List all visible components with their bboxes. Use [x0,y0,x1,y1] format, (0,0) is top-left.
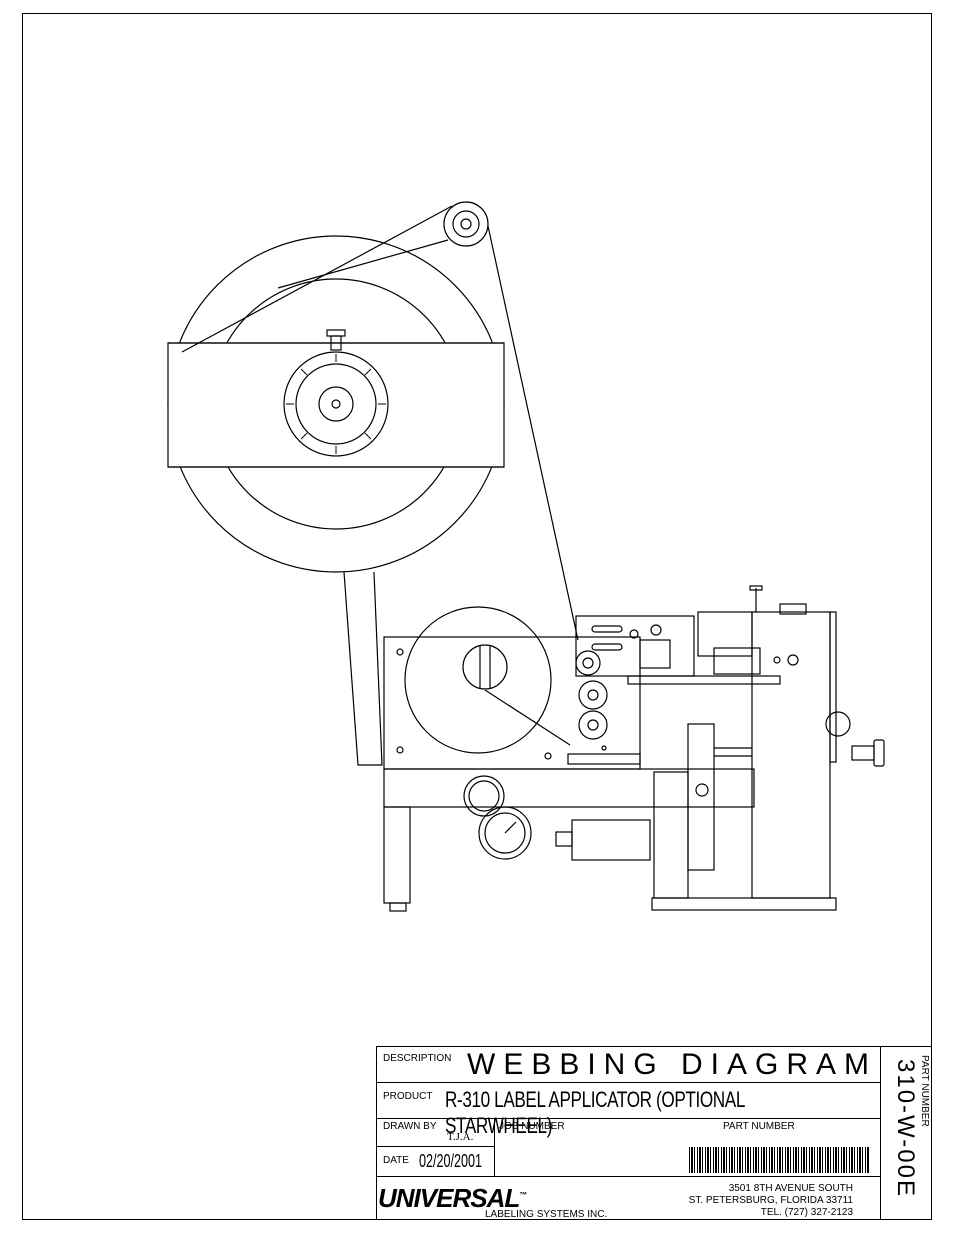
peel-plate [627,675,781,685]
company-row: LABELING SYSTEMS INC. 3501 8TH AVENUE SO… [377,1177,881,1221]
company-name: LABELING SYSTEMS INC. [485,1209,608,1220]
base-foot [651,897,837,911]
address-line1: 3501 8TH AVENUE SOUTH [728,1183,853,1194]
base-rail [383,768,755,808]
applicator-head [697,611,753,657]
side-part-number: PART NUMBER 310-W-00E [880,1046,932,1220]
side-part-number-value: 310-W-00E [892,1059,919,1198]
job-part-cell: JOB NUMBER PART NUMBER [495,1119,881,1177]
description-row: DESCRIPTION WEBBING DIAGRAM [377,1047,881,1083]
drawing-frame [22,13,932,1220]
product-row: PRODUCT R-310 LABEL APPLICATOR (OPTIONAL… [377,1083,881,1138]
hub-slots [286,354,386,454]
date-cell: DATE 02/20/2001 [377,1147,495,1177]
product-value: R-310 LABEL APPLICATOR (OPTIONAL STARWHE… [445,1087,745,1138]
hub-outer [283,351,389,457]
part-number-label: PART NUMBER [723,1121,795,1132]
job-number-label: JOB NUMBER [499,1121,565,1132]
drawn-by-cell: DRAWN BY T.J.A. [377,1119,495,1147]
frame-plate [383,636,641,770]
company-logo: UNIVERSAL™ [378,1183,527,1214]
title-block: DESCRIPTION WEBBING DIAGRAM PRODUCT R-31… [376,1046,881,1221]
peel-mechanism [575,615,695,677]
product-label: PRODUCT [383,1091,433,1102]
air-valve [571,819,651,861]
address-line2: ST. PETERSBURG, FLORIDA 33711 [688,1195,853,1206]
adjust-bracket [687,723,715,871]
description-label: DESCRIPTION [383,1053,452,1064]
drawn-by-value: T.J.A. [447,1131,474,1143]
phone: TEL. (727) 327-2123 [760,1207,853,1218]
pressure-gauge [478,806,532,860]
rewind-roll [404,606,552,754]
date-label: DATE [383,1155,409,1166]
trademark: ™ [519,1190,527,1200]
idler-roller [443,201,489,247]
date-value: 02/20/2001 [419,1151,483,1171]
logo-text: UNIVERSAL [378,1183,520,1213]
barcode [689,1147,869,1173]
description-value: WEBBING DIAGRAM [467,1048,878,1081]
support-arm [343,571,383,766]
drawn-by-label: DRAWN BY [383,1121,437,1132]
side-part-number-label: PART NUMBER [919,1055,930,1127]
